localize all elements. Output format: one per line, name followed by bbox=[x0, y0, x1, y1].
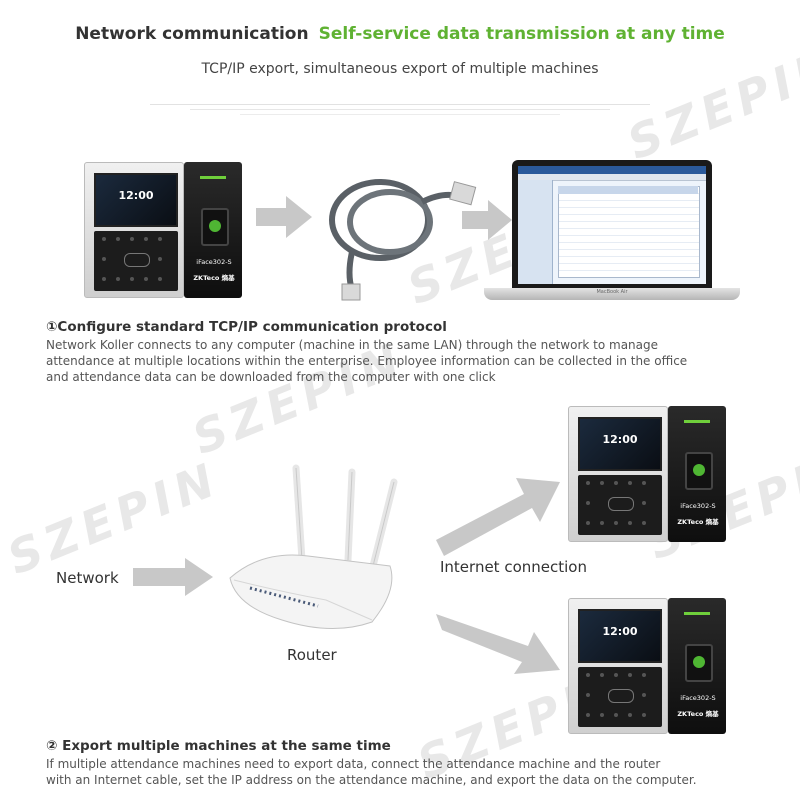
device-sensor-panel: iFace302-S ZKTeco 熵基 bbox=[668, 598, 726, 734]
device-brand: ZKTeco 熵基 bbox=[677, 710, 719, 718]
device-model: iFace302-S bbox=[196, 258, 232, 266]
device-body: 12:00 bbox=[568, 598, 668, 734]
device-sensor-panel: iFace302-S ZKTeco 熵基 bbox=[668, 406, 726, 542]
device-time: 12:00 bbox=[118, 189, 154, 202]
device-brand: ZKTeco 熵基 bbox=[677, 518, 719, 526]
arrow-right-icon bbox=[256, 196, 312, 238]
network-cable bbox=[329, 179, 477, 301]
attendance-device: 12:00 iFace302-S ZKTeco 熵基 bbox=[568, 406, 728, 542]
attendance-device: 12:00 iFace302-S ZKTeco 熵基 bbox=[84, 162, 244, 298]
device-time: 12:00 bbox=[602, 433, 638, 446]
device-sensor-panel: iFace302-S ZKTeco 熵基 bbox=[184, 162, 242, 298]
fineprint-decoration bbox=[150, 101, 650, 123]
section2-body-line1: If multiple attendance machines need to … bbox=[46, 757, 661, 771]
laptop-brand: MacBook Air bbox=[596, 289, 628, 295]
arrow-up-right-icon bbox=[436, 478, 560, 556]
section1-heading: ①Configure standard TCP/IP communication… bbox=[46, 319, 447, 335]
laptop-screen bbox=[518, 166, 706, 284]
device-keypad bbox=[94, 231, 178, 291]
device-model: iFace302-S bbox=[680, 502, 716, 510]
device-model: iFace302-S bbox=[680, 694, 716, 702]
fingerprint-sensor bbox=[201, 208, 229, 246]
arrow-right-icon bbox=[462, 200, 512, 240]
attendance-device: 12:00 iFace302-S ZKTeco 熵基 bbox=[568, 598, 728, 734]
arrow-right-icon bbox=[133, 558, 213, 596]
device-keypad bbox=[578, 475, 662, 535]
section2-heading: ② Export multiple machines at the same t… bbox=[46, 738, 391, 754]
laptop: MacBook Air bbox=[484, 160, 740, 306]
network-label: Network bbox=[56, 569, 119, 587]
fingerprint-sensor bbox=[685, 452, 713, 490]
device-brand: ZKTeco 熵基 bbox=[193, 274, 235, 282]
section1-body: Network Koller connects to any computer … bbox=[46, 338, 688, 384]
fingerprint-sensor bbox=[685, 644, 713, 682]
device-time: 12:00 bbox=[602, 625, 638, 638]
device-screen: 12:00 bbox=[578, 417, 662, 471]
device-body: 12:00 bbox=[84, 162, 184, 298]
page-subtitle: TCP/IP export, simultaneous export of mu… bbox=[201, 61, 599, 77]
device-screen: 12:00 bbox=[94, 173, 178, 227]
title-main: Network communication bbox=[75, 24, 309, 44]
internet-connection-label: Internet connection bbox=[440, 558, 587, 576]
page-title: Network communication Self-service data t… bbox=[0, 24, 800, 44]
section2-body-line2: with an Internet cable, set the IP addre… bbox=[46, 773, 697, 787]
device-keypad bbox=[578, 667, 662, 727]
device-body: 12:00 bbox=[568, 406, 668, 542]
router-label: Router bbox=[287, 646, 337, 664]
router-icon bbox=[229, 464, 398, 629]
title-accent: Self-service data transmission at any ti… bbox=[318, 24, 725, 44]
device-screen: 12:00 bbox=[578, 609, 662, 663]
arrow-down-right-icon bbox=[436, 614, 560, 674]
